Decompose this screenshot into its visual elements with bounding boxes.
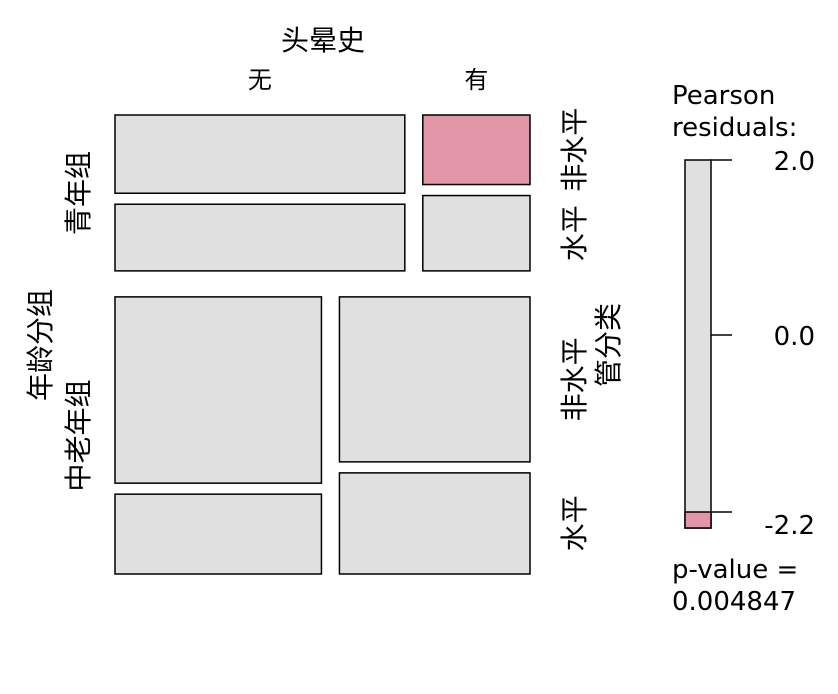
mosaic-cell: [114, 493, 323, 575]
mosaic-cell: [114, 203, 406, 272]
row-variable-title: 年龄分组: [24, 289, 57, 401]
mosaic-cell: [422, 194, 531, 272]
sub-level-label: 水平: [558, 495, 591, 551]
pvalue-line1: p-value =: [672, 555, 798, 585]
mosaic-cell: [338, 296, 531, 463]
legend-title-line1: Pearson: [672, 81, 775, 111]
column-label: 无: [248, 66, 272, 94]
row-label: 中老年组: [62, 379, 95, 491]
mosaic-cell: [422, 114, 531, 186]
pvalue-line2: 0.004847: [672, 587, 796, 617]
column-variable-title: 头晕史: [281, 24, 365, 57]
legend-bar: [684, 159, 712, 529]
sub-level-label: 非水平: [558, 337, 591, 421]
legend-positive-segment: [684, 511, 712, 529]
mosaic-cell: [114, 114, 406, 194]
column-label: 有: [464, 66, 488, 94]
mosaic-cell: [338, 472, 531, 575]
legend-tick-label: 2.0: [774, 147, 815, 177]
legend-tick-label: -2.2: [764, 511, 815, 541]
sub-variable-title: 管分类: [592, 303, 625, 387]
sub-level-label: 水平: [558, 205, 591, 261]
mosaic-cell: [114, 296, 323, 484]
sub-level-label: 非水平: [558, 108, 591, 192]
row-label: 青年组: [62, 151, 95, 235]
legend-tick-label: 0.0: [774, 322, 815, 352]
legend-title-line2: residuals:: [672, 113, 797, 143]
